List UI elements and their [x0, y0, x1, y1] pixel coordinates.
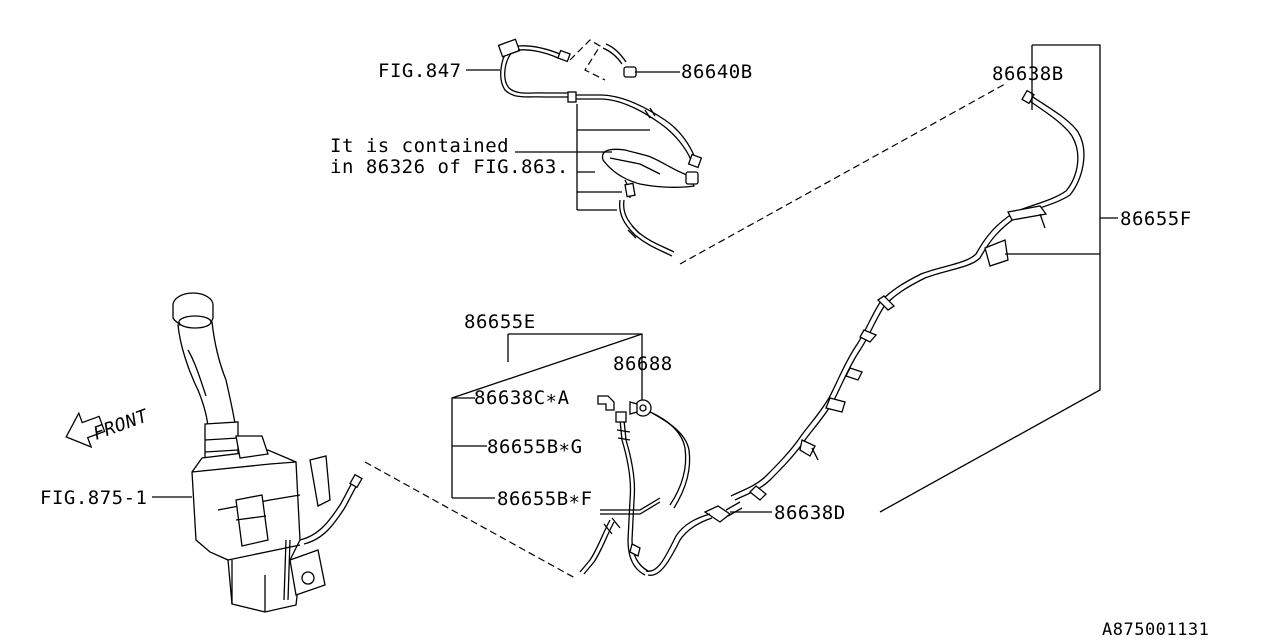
p86655f-bracket — [879, 44, 1118, 513]
label-86688[interactable]: 86688 — [613, 353, 673, 375]
long-hose-86655f — [703, 89, 1085, 523]
label-86655e[interactable]: 86655E — [464, 311, 536, 333]
label-86655b-g[interactable]: 86655B∗G — [487, 436, 583, 458]
label-note-line1: It is contained — [330, 135, 509, 157]
label-86638d[interactable]: 86638D — [774, 502, 846, 524]
middle-hose-assembly — [579, 395, 713, 576]
connection-dashed-bottom — [364, 461, 576, 579]
note-leader-lines — [515, 104, 650, 211]
label-86638c[interactable]: 86638C∗A — [474, 387, 570, 409]
label-86655b-f[interactable]: 86655B∗F — [497, 488, 593, 510]
front-arrow — [65, 411, 106, 449]
label-note-line2: in 86326 of FIG.863. — [330, 156, 569, 178]
label-front: FRONT — [91, 405, 152, 444]
connection-dashed-top — [679, 83, 1006, 265]
top-hose-assembly — [497, 38, 703, 257]
label-diagram-id: A875001131 — [1102, 620, 1209, 640]
label-86640b[interactable]: 86640B — [681, 61, 753, 83]
label-86655f[interactable]: 86655F — [1120, 208, 1192, 230]
label-fig875[interactable]: FIG.875-1 — [40, 487, 147, 509]
middle-bracket-lines — [451, 333, 643, 499]
label-86638b[interactable]: 86638B — [992, 63, 1064, 85]
label-fig847[interactable]: FIG.847 — [378, 60, 462, 82]
washer-tank — [172, 292, 363, 613]
